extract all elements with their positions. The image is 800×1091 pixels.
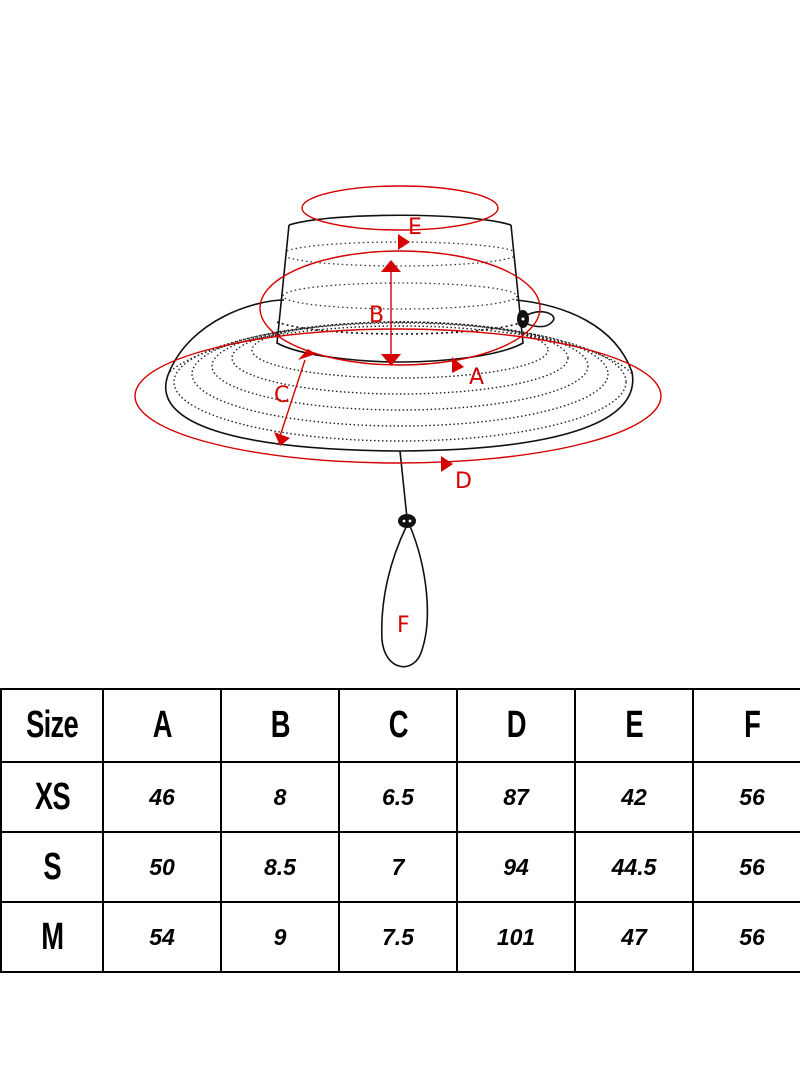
arrow-d: [441, 456, 453, 472]
table-row: S 50 8.5 7 94 44.5 56: [0, 831, 800, 903]
arrow-c-top: [298, 349, 316, 360]
measurement-arrows: [274, 234, 464, 472]
header-cell: Size: [0, 688, 104, 763]
value-cell: 54: [102, 901, 222, 973]
arrow-e: [398, 234, 410, 250]
crown-band-line: [276, 321, 524, 335]
crown-outline: [276, 224, 524, 363]
arrow-b-top: [381, 260, 401, 272]
chin-strap: [399, 450, 408, 519]
value-cell: 8.5: [220, 831, 340, 903]
value-cell: 56: [692, 831, 800, 903]
value-cell: 7: [338, 831, 458, 903]
value-cell: 8: [220, 761, 340, 833]
header-cell: A: [102, 688, 222, 763]
label-d: D: [455, 469, 472, 494]
header-cell: C: [338, 688, 458, 763]
value-cell: 87: [456, 761, 576, 833]
hat-outline: [165, 214, 634, 668]
hat-diagram: E B A C D F: [134, 185, 662, 668]
value-cell: 9: [220, 901, 340, 973]
header-cell: F: [692, 688, 800, 763]
side-cord: [521, 310, 555, 328]
measure-a-ring: [259, 250, 541, 366]
arrow-b-bottom: [381, 354, 401, 366]
value-cell: 50: [102, 831, 222, 903]
label-c: C: [274, 383, 289, 408]
value-cell: 6.5: [338, 761, 458, 833]
value-cell: 7.5: [338, 901, 458, 973]
label-a: A: [469, 365, 484, 390]
table-row: XS 46 8 6.5 87 42 56: [0, 761, 800, 833]
size-label-cell: M: [0, 901, 104, 973]
arrow-c-bottom: [274, 432, 290, 446]
value-cell: 56: [692, 901, 800, 973]
brim-outline: [165, 299, 634, 452]
table-header-row: Size A B C D E F: [0, 688, 800, 763]
value-cell: 94: [456, 831, 576, 903]
measure-c-line: [279, 359, 306, 437]
value-cell: 42: [574, 761, 694, 833]
label-b: B: [369, 303, 384, 328]
label-f: F: [397, 613, 410, 638]
size-label-cell: S: [0, 831, 104, 903]
measure-e-ring: [301, 185, 499, 231]
value-cell: 46: [102, 761, 222, 833]
crown-top-rim: [288, 214, 512, 226]
header-cell: E: [574, 688, 694, 763]
header-cell: D: [456, 688, 576, 763]
value-cell: 56: [692, 761, 800, 833]
side-stopper-icon: [517, 310, 529, 328]
arrow-a: [452, 357, 464, 373]
crown-dotted-lines: [282, 241, 518, 310]
value-cell: 47: [574, 901, 694, 973]
value-cell: 44.5: [574, 831, 694, 903]
measurement-marks: [134, 185, 662, 464]
size-label-cell: XS: [0, 761, 104, 833]
strap-loop: [380, 524, 429, 668]
label-e: E: [408, 215, 422, 240]
measure-d-ring: [134, 328, 662, 464]
header-cell: B: [220, 688, 340, 763]
value-cell: 101: [456, 901, 576, 973]
table-row: M 54 9 7.5 101 47 56: [0, 901, 800, 973]
brim-stitch-lines: [166, 321, 633, 450]
size-chart-table: Size A B C D E F XS 46 8 6.5 87 42 56 S …: [0, 688, 800, 973]
cord-stopper-icon: [398, 514, 416, 528]
